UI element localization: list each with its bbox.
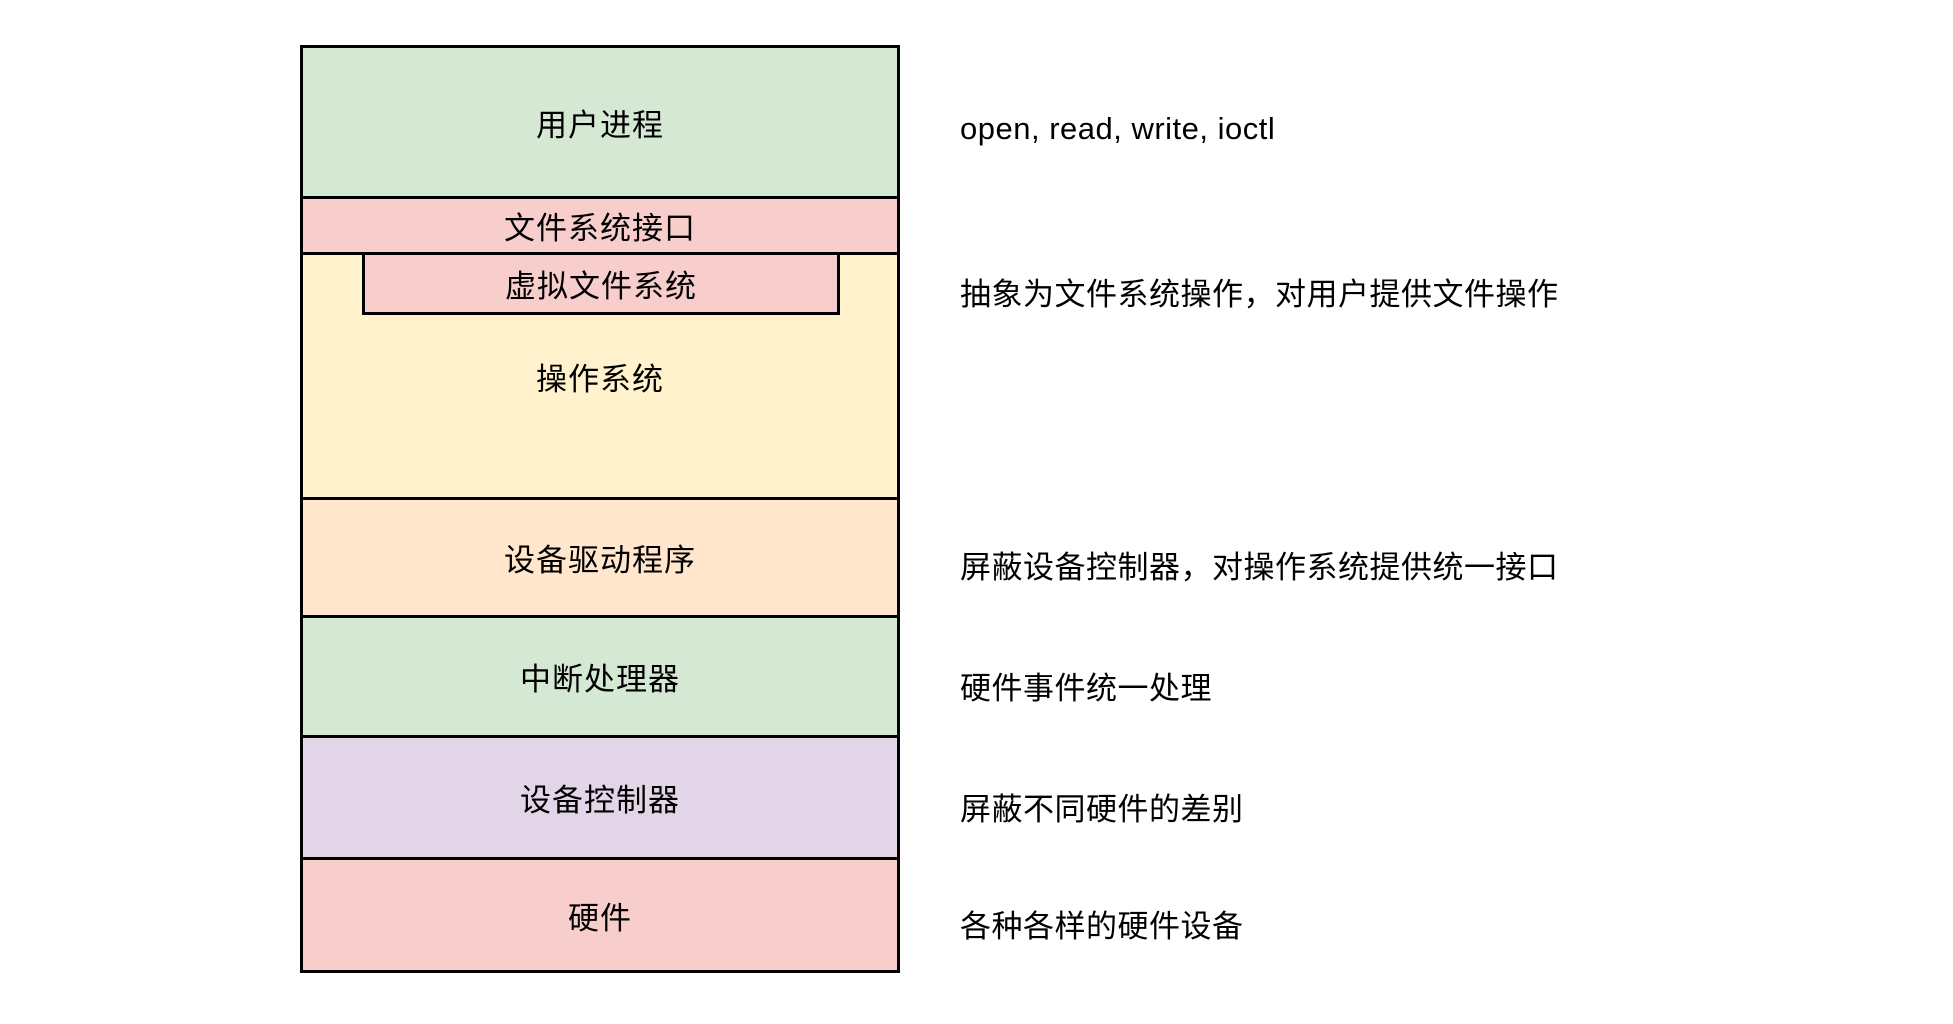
annotation-device-driver: 屏蔽设备控制器，对操作系统提供统一接口 xyxy=(960,505,1559,623)
layer-user-process: 用户进程 xyxy=(303,48,897,196)
annotation-interrupt-handler: 硬件事件统一处理 xyxy=(960,625,1212,745)
annotation-text: 硬件事件统一处理 xyxy=(960,670,1212,706)
layer-virtual-file-system: 虚拟文件系统 xyxy=(362,252,840,315)
layer-operating-system: 操作系统 虚拟文件系统 xyxy=(303,252,897,497)
layer-device-controller-label: 设备控制器 xyxy=(520,783,680,818)
annotation-device-controller: 屏蔽不同硬件的差别 xyxy=(960,745,1244,867)
layer-hardware-label: 硬件 xyxy=(568,900,632,936)
layer-user-process-label: 用户进程 xyxy=(536,107,664,143)
annotation-user-process: open, read, write, ioctl xyxy=(960,53,1275,204)
layer-file-system-interface: 文件系统接口 xyxy=(303,196,897,252)
layer-file-system-interface-label: 文件系统接口 xyxy=(504,211,696,246)
io-layer-stack: 用户进程 文件系统接口 操作系统 虚拟文件系统 设备驱动程序 中断处理器 设备控… xyxy=(300,45,900,973)
layer-interrupt-handler-label: 中断处理器 xyxy=(520,662,680,697)
layer-hardware: 硬件 xyxy=(303,857,897,970)
layer-interrupt-handler: 中断处理器 xyxy=(303,615,897,735)
annotation-text: 抽象为文件系统操作，对用户提供文件操作 xyxy=(960,277,1559,312)
layer-virtual-file-system-label: 虚拟文件系统 xyxy=(505,269,697,304)
annotation-text: 屏蔽设备控制器，对操作系统提供统一接口 xyxy=(960,549,1559,585)
layer-operating-system-label: 操作系统 xyxy=(536,361,664,397)
annotation-virtual-file-system: 抽象为文件系统操作，对用户提供文件操作 xyxy=(960,260,1559,323)
layer-device-driver-label: 设备驱动程序 xyxy=(504,543,696,578)
annotation-text: 各种各样的硬件设备 xyxy=(960,908,1244,944)
layer-device-driver: 设备驱动程序 xyxy=(303,497,897,615)
annotation-hardware: 各种各样的硬件设备 xyxy=(960,865,1244,981)
layer-device-controller: 设备控制器 xyxy=(303,735,897,857)
annotation-text: 屏蔽不同硬件的差别 xyxy=(960,791,1244,827)
annotation-text: open, read, write, ioctl xyxy=(960,110,1276,146)
